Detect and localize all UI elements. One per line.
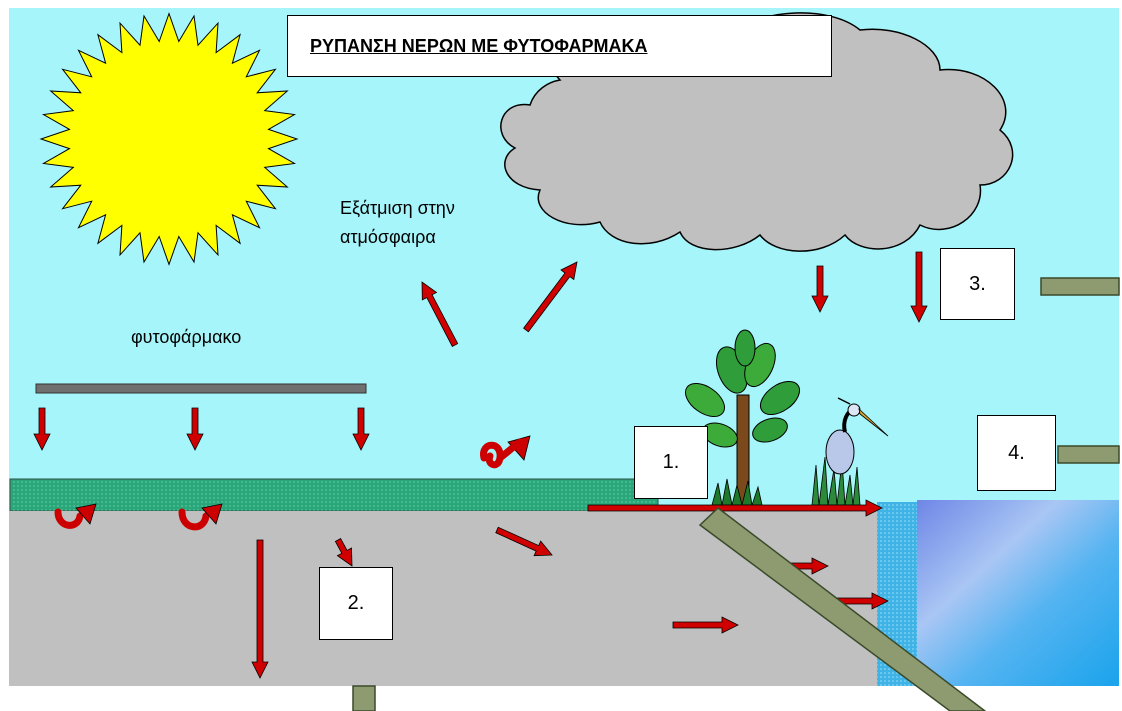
curl-arrow-icon: [480, 435, 531, 469]
callout-box-1: 1.: [634, 426, 708, 499]
evaporation-label: Εξάτμιση στην ατμόσφαιρα: [340, 198, 455, 247]
pointer-bars: [352, 277, 1120, 711]
subsurface-flow-arrow: [495, 526, 553, 557]
callout-box-4: 4.: [977, 415, 1056, 491]
pesticide-spray-bar: [35, 383, 367, 394]
pointer-bar-2: [352, 685, 376, 711]
grass-strip: [9, 478, 659, 512]
pointer-bar-1: [698, 507, 987, 711]
title-box: ΡΥΠΑΝΣΗ ΝΕΡΩΝ ΜΕ ΦΥΤΟΦΑΡΜΑΚΑ: [287, 15, 832, 77]
leaching-arrow: [334, 538, 353, 567]
curl-arrow-icon: [178, 503, 223, 531]
spray-arrow: [33, 407, 51, 451]
leaching-arrow: [251, 539, 269, 679]
sun-icon: [39, 12, 299, 266]
callout-number-1: 1.: [662, 451, 680, 473]
evaporation-arrow: [421, 281, 459, 347]
page-title: ΡΥΠΑΝΣΗ ΝΕΡΩΝ ΜΕ ΦΥΤΟΦΑΡΜΑΚΑ: [310, 35, 648, 56]
pesticide-label: φυτοφάρμακο: [131, 327, 242, 347]
callout-number-2: 2.: [347, 592, 365, 614]
callout-box-3: 3.: [940, 248, 1015, 320]
runoff-arrow: [587, 499, 883, 517]
subsurface-flow-arrow: [672, 616, 739, 634]
callout-number-3: 3.: [969, 272, 986, 295]
water-body: [917, 500, 1119, 686]
subsurface-flow-arrow: [835, 592, 889, 610]
pointer-bar-3: [1040, 277, 1120, 296]
evaporation-arrow: [523, 261, 578, 333]
callout-number-4: 4.: [1008, 441, 1025, 464]
callout-box-2: 2.: [319, 567, 393, 640]
spray-arrow: [186, 407, 204, 451]
heron-icon: [811, 397, 889, 506]
rain-arrow: [910, 251, 928, 323]
curl-arrow-icon: [54, 503, 97, 529]
tree-icon: [684, 329, 801, 506]
pointer-bar-4: [1057, 445, 1120, 464]
spray-arrow: [352, 407, 370, 451]
rain-arrow: [811, 265, 829, 313]
flow-arrows: [33, 251, 928, 679]
